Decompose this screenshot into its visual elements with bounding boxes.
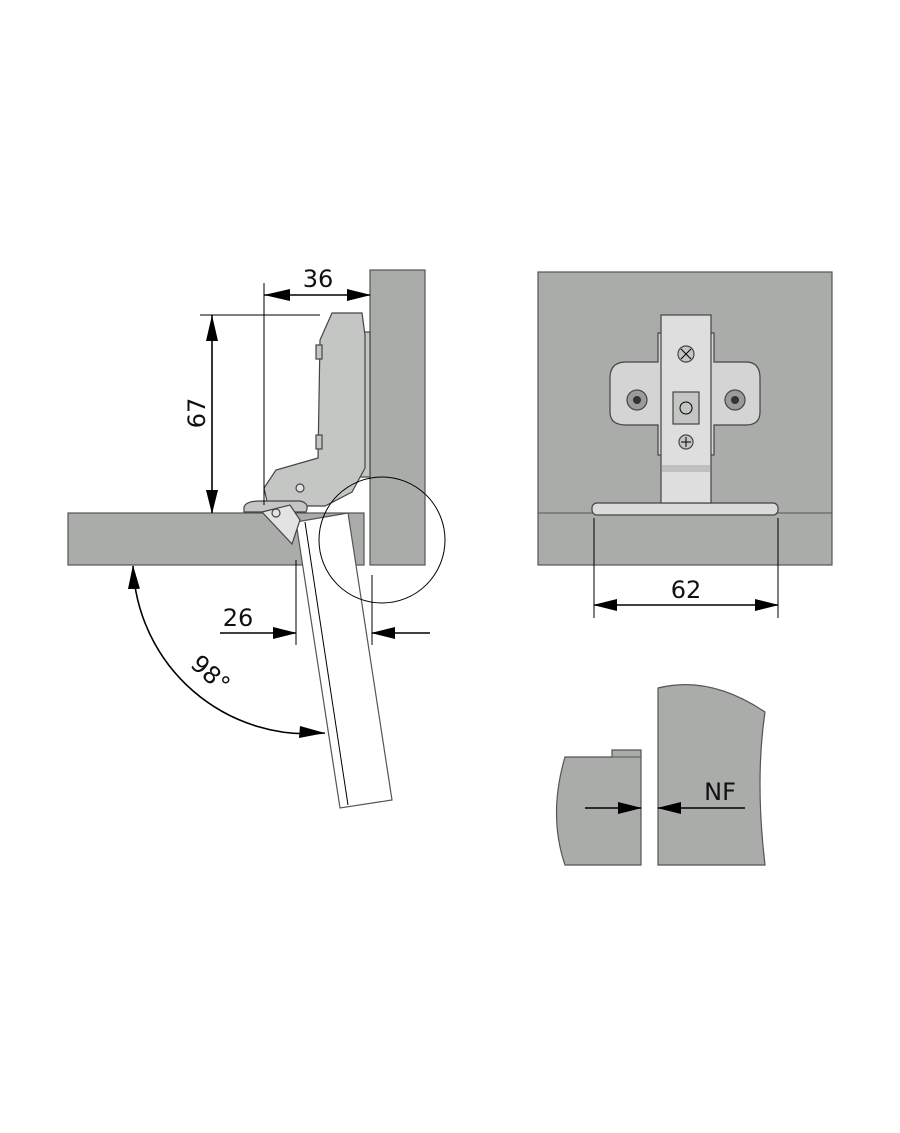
screw-head	[633, 396, 641, 404]
dimension-62-label: 62	[671, 576, 702, 604]
detail-circle	[318, 476, 446, 604]
door-edge-line	[304, 521, 349, 806]
adjust-screw	[315, 344, 323, 360]
hinge-cup-flange	[591, 502, 779, 516]
cabinet-edge-piece	[657, 684, 766, 866]
screw-head	[731, 396, 739, 404]
cabinet-side-panel	[369, 269, 426, 566]
dimension-26-label: 26	[223, 604, 254, 632]
open-door	[295, 512, 393, 809]
screw-cross	[680, 348, 692, 360]
nf-label: NF	[704, 778, 736, 806]
cam-hole	[679, 401, 693, 415]
arrowhead	[299, 726, 325, 738]
front-view: 62	[537, 271, 833, 618]
angle-arc	[127, 565, 326, 735]
arrowhead	[206, 315, 218, 341]
side-view: 36 67 26 98°	[67, 265, 446, 809]
arrowhead	[264, 289, 290, 301]
hinge-arm	[263, 312, 366, 507]
adjust-screw	[315, 434, 323, 450]
dimension-36-label: 36	[303, 265, 334, 293]
cup-pin	[271, 508, 281, 518]
dimension-67-label: 67	[183, 398, 211, 429]
hinge-link	[260, 504, 301, 546]
screw-cross	[681, 437, 691, 447]
arm-shading	[662, 465, 710, 472]
cam-housing	[672, 391, 700, 425]
detail-view: NF	[555, 684, 766, 866]
pivot-pin	[295, 483, 305, 493]
